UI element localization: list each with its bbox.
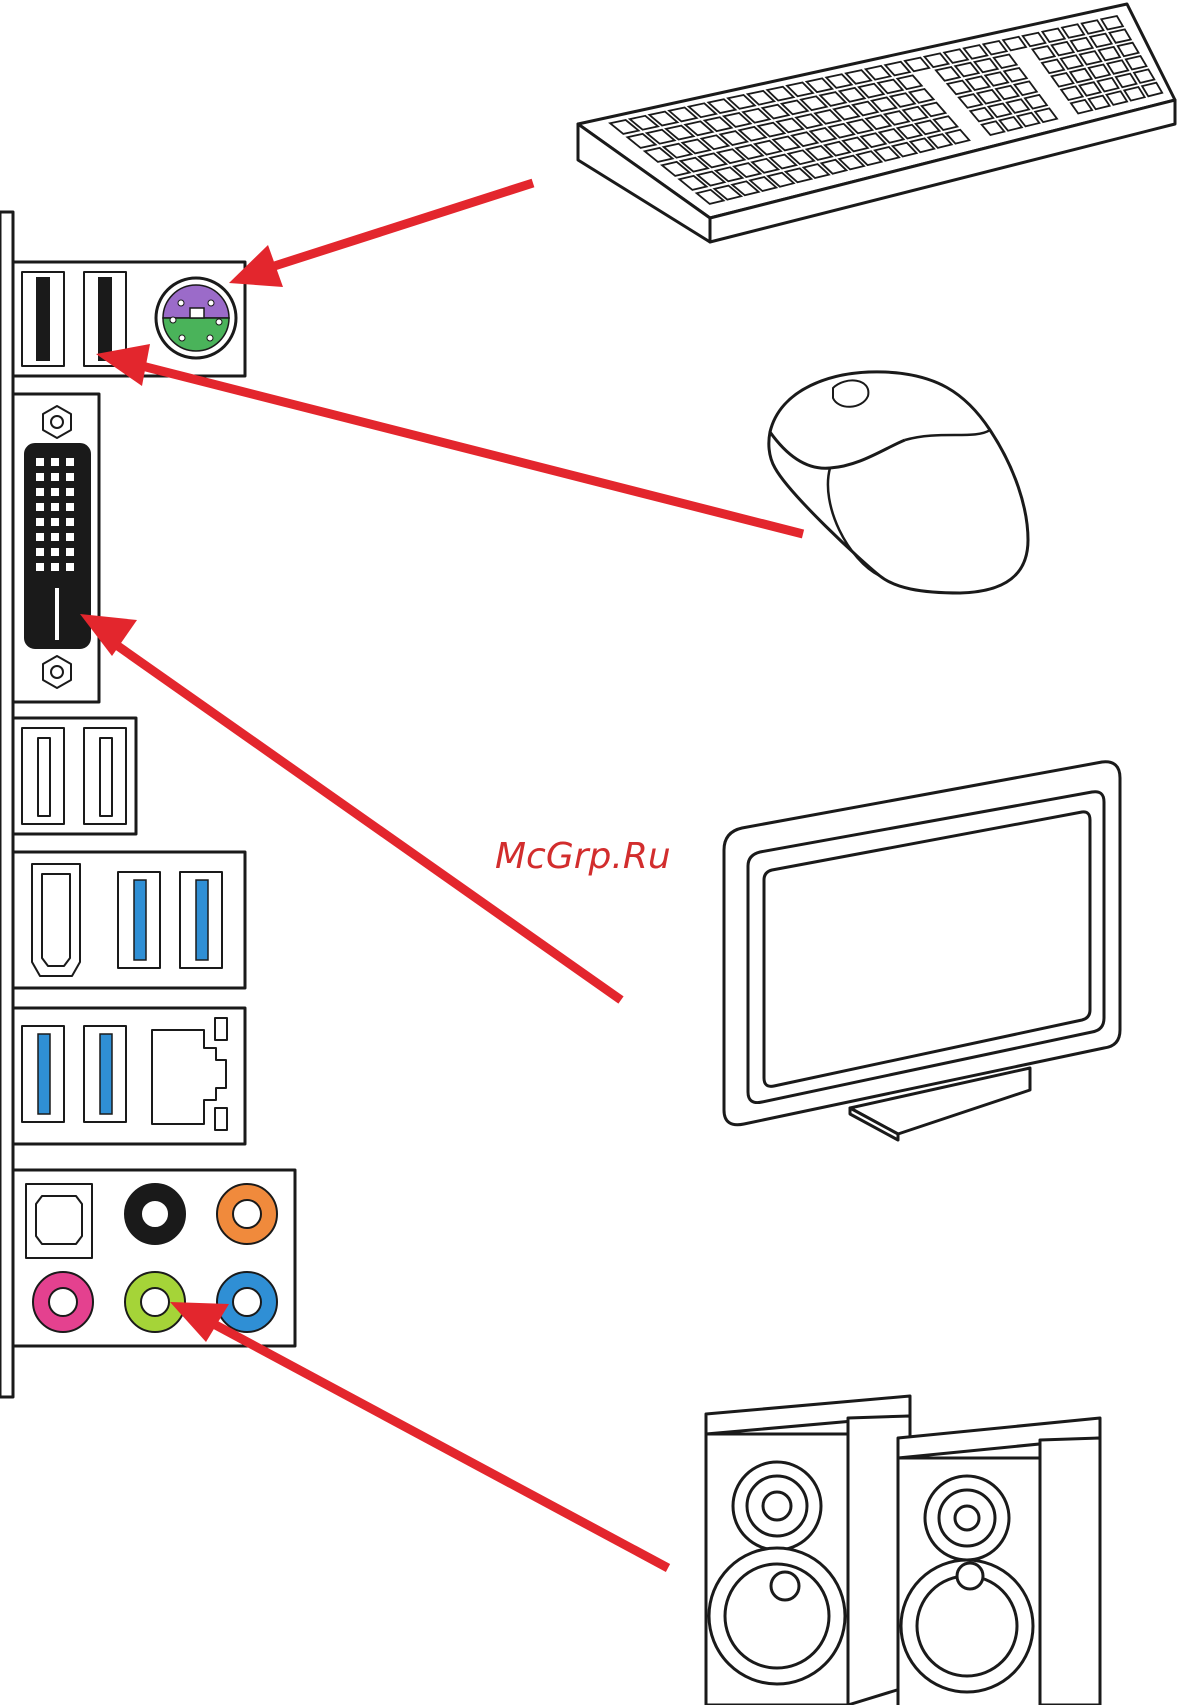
usb2-block bbox=[13, 718, 136, 834]
dvi-pin bbox=[51, 503, 59, 511]
dvi-pin bbox=[66, 533, 74, 541]
dvi-pin bbox=[66, 518, 74, 526]
watermark: McGrp.Ru bbox=[495, 836, 671, 877]
dvi-pin bbox=[66, 473, 74, 481]
dvi-pin bbox=[36, 548, 44, 556]
io-shield-edge bbox=[0, 212, 13, 1397]
dvi-pin bbox=[36, 503, 44, 511]
speaker-left bbox=[706, 1396, 910, 1705]
audio-block bbox=[13, 1170, 295, 1346]
keyboard bbox=[578, 4, 1175, 242]
dvi-block bbox=[13, 394, 99, 702]
dvi-pin bbox=[66, 488, 74, 496]
dvi-pin bbox=[36, 473, 44, 481]
keyboard-to-ps2-arrow bbox=[229, 183, 533, 287]
dvi-pin bbox=[51, 488, 59, 496]
dvi-pin bbox=[66, 563, 74, 571]
dvi-pin bbox=[66, 503, 74, 511]
dvi-pin bbox=[66, 548, 74, 556]
dvi-pin bbox=[51, 548, 59, 556]
lan-port bbox=[152, 1018, 227, 1130]
ps2-port bbox=[156, 278, 236, 358]
speakers bbox=[706, 1396, 1100, 1705]
hdmi-usb3-block bbox=[13, 852, 245, 988]
optical-spdif-port bbox=[26, 1184, 92, 1258]
mouse bbox=[769, 372, 1028, 593]
dvi-pin bbox=[36, 458, 44, 466]
dvi-pin bbox=[51, 533, 59, 541]
monitor bbox=[724, 762, 1120, 1140]
usb3-lan-block bbox=[13, 1008, 245, 1144]
speakers-to-lineout-arrow bbox=[170, 1302, 668, 1568]
dvi-pin bbox=[51, 518, 59, 526]
dvi-pin bbox=[51, 458, 59, 466]
dvi-pin bbox=[66, 458, 74, 466]
dvi-pin bbox=[51, 473, 59, 481]
dvi-pin bbox=[36, 518, 44, 526]
dvi-pin bbox=[51, 563, 59, 571]
dvi-pin bbox=[36, 488, 44, 496]
dvi-pin bbox=[36, 563, 44, 571]
dvi-pin bbox=[36, 533, 44, 541]
mouse-scroll-wheel bbox=[833, 380, 868, 406]
speaker-right bbox=[898, 1418, 1100, 1705]
